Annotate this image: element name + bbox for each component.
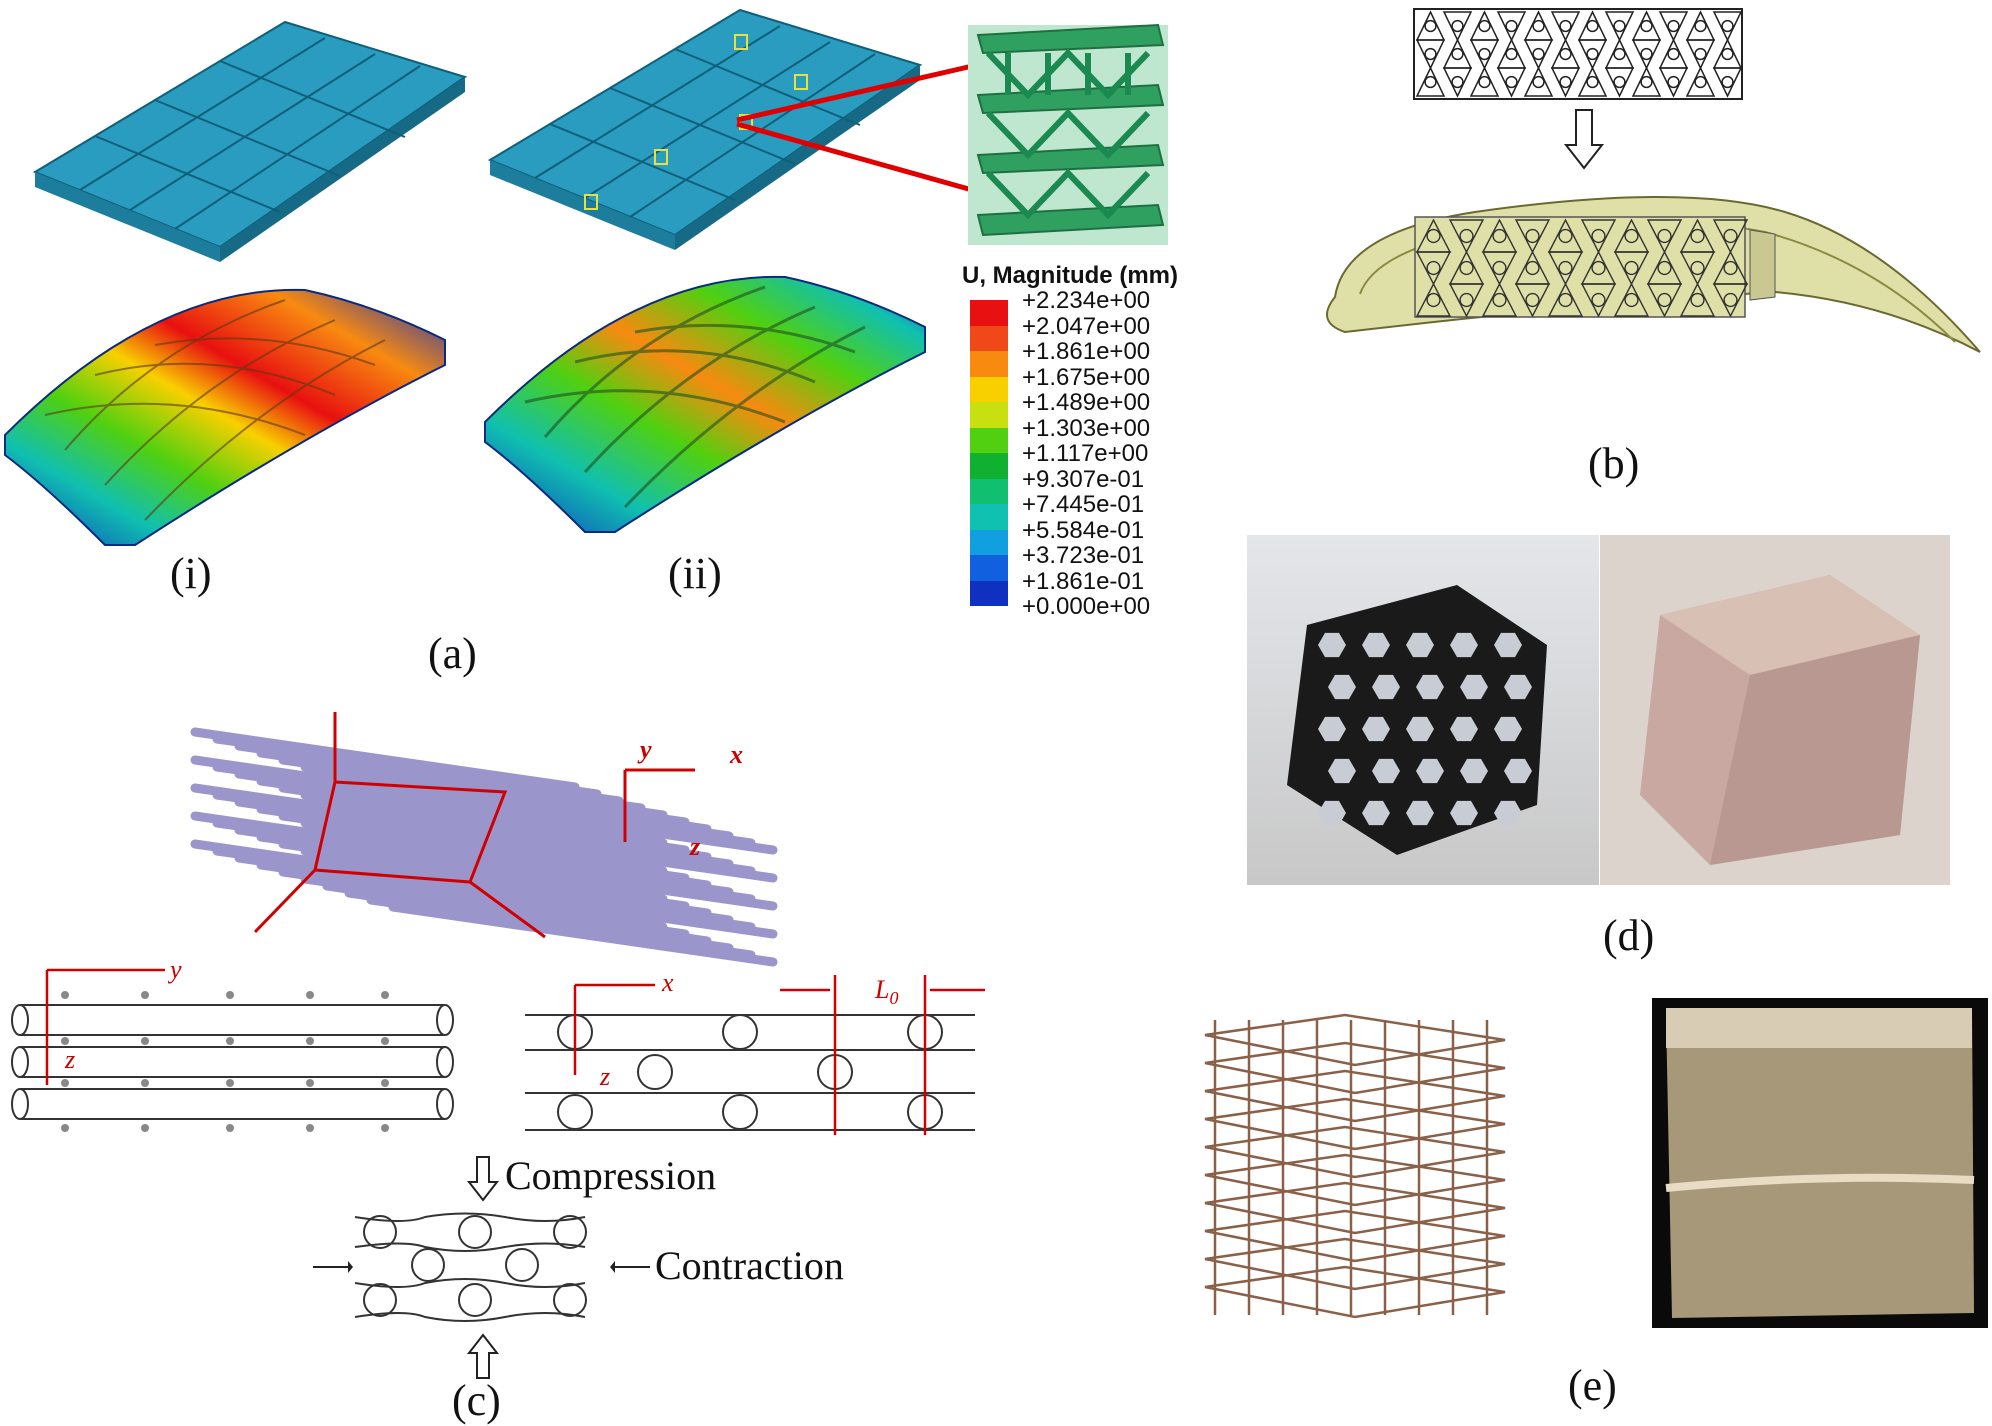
plate-deformed-contour-ii	[484, 275, 926, 533]
legend-value: +5.584e-01	[1022, 516, 1145, 544]
panel-label-c: (c)	[452, 1376, 501, 1425]
legend-swatch	[970, 529, 1008, 555]
legend-swatch	[970, 300, 1008, 326]
compression-arrow-bottom	[466, 1333, 500, 1379]
compression-label: Compression	[505, 1153, 717, 1198]
contraction-arrow-left	[313, 1261, 353, 1273]
zoom-lines	[736, 59, 991, 198]
legend-value: +2.047e+00	[1022, 312, 1151, 340]
legend-value: +1.489e+00	[1022, 389, 1151, 416]
black-lattice-cube-photo	[1247, 535, 1599, 885]
legend-title: U, Magnitude (mm)	[962, 262, 1178, 289]
axis-label-l0: L0	[875, 975, 899, 1009]
concrete-specimen-photo	[1652, 998, 1988, 1328]
down-arrow-b	[1563, 109, 1605, 170]
plate-deformed-contour-i	[4, 288, 446, 546]
compression-arrow-top	[466, 1156, 500, 1202]
subpanel-label-i: (i)	[170, 549, 212, 598]
legend-swatch	[970, 376, 1008, 402]
plate-undeformed-i	[32, 20, 468, 262]
legend-swatch	[970, 325, 1008, 351]
morphing-airfoil	[1326, 196, 1981, 353]
legend-value: +7.445e-01	[1022, 491, 1145, 518]
contraction-arrow-right	[610, 1261, 650, 1273]
legend-value: +1.303e+00	[1022, 414, 1151, 442]
axis-label-y-3d: y	[640, 735, 652, 764]
axis-label-z-section: z	[600, 1062, 611, 1091]
legend-value: +3.723e-01	[1022, 542, 1145, 569]
legend-swatch	[970, 478, 1008, 504]
lattice-core-closeup	[968, 23, 1168, 245]
axis-label-z-3d: z	[690, 832, 701, 861]
panel-label-a: (a)	[428, 629, 477, 678]
legend-swatch	[970, 351, 1008, 377]
legend-swatch	[970, 504, 1008, 530]
legend-swatch	[970, 453, 1008, 479]
legend-value: +0.000e+00	[1022, 593, 1151, 620]
legend-swatch	[970, 555, 1008, 581]
plate-undeformed-ii	[487, 8, 923, 250]
panel-label-e: (e)	[1568, 1361, 1617, 1410]
compressed-rods	[354, 1212, 587, 1322]
axis-label-x-3d: x	[730, 740, 743, 769]
subpanel-label-ii: (ii)	[668, 549, 722, 598]
lattice-strip-pattern	[1413, 8, 1743, 100]
panel-label-b: (b)	[1588, 439, 1640, 488]
legend-value: +1.861e+00	[1022, 338, 1151, 365]
legend-value: +2.234e+00	[1022, 287, 1151, 314]
axis-label-x-section: x	[662, 968, 674, 997]
metal-lattice-cube-photo	[1175, 975, 1535, 1355]
rod-side-view	[11, 968, 454, 1132]
concrete-cube-photo	[1600, 535, 1950, 885]
legend-swatch	[970, 580, 1008, 606]
legend-value: +9.307e-01	[1022, 465, 1145, 493]
rod-cross-section-view	[525, 975, 985, 1135]
contraction-label: Contraction	[655, 1243, 844, 1288]
axis-label-y-side: y	[170, 955, 182, 984]
legend-value: +1.117e+00	[1022, 440, 1149, 467]
axis-label-z-side: z	[65, 1045, 76, 1074]
panel-label-d: (d)	[1603, 911, 1655, 960]
legend-swatch	[970, 427, 1008, 453]
rod-stack-3d	[190, 712, 778, 967]
legend-value: +1.675e+00	[1022, 363, 1151, 391]
legend-swatch	[970, 402, 1008, 428]
legend-value: +1.861e-01	[1022, 567, 1145, 595]
